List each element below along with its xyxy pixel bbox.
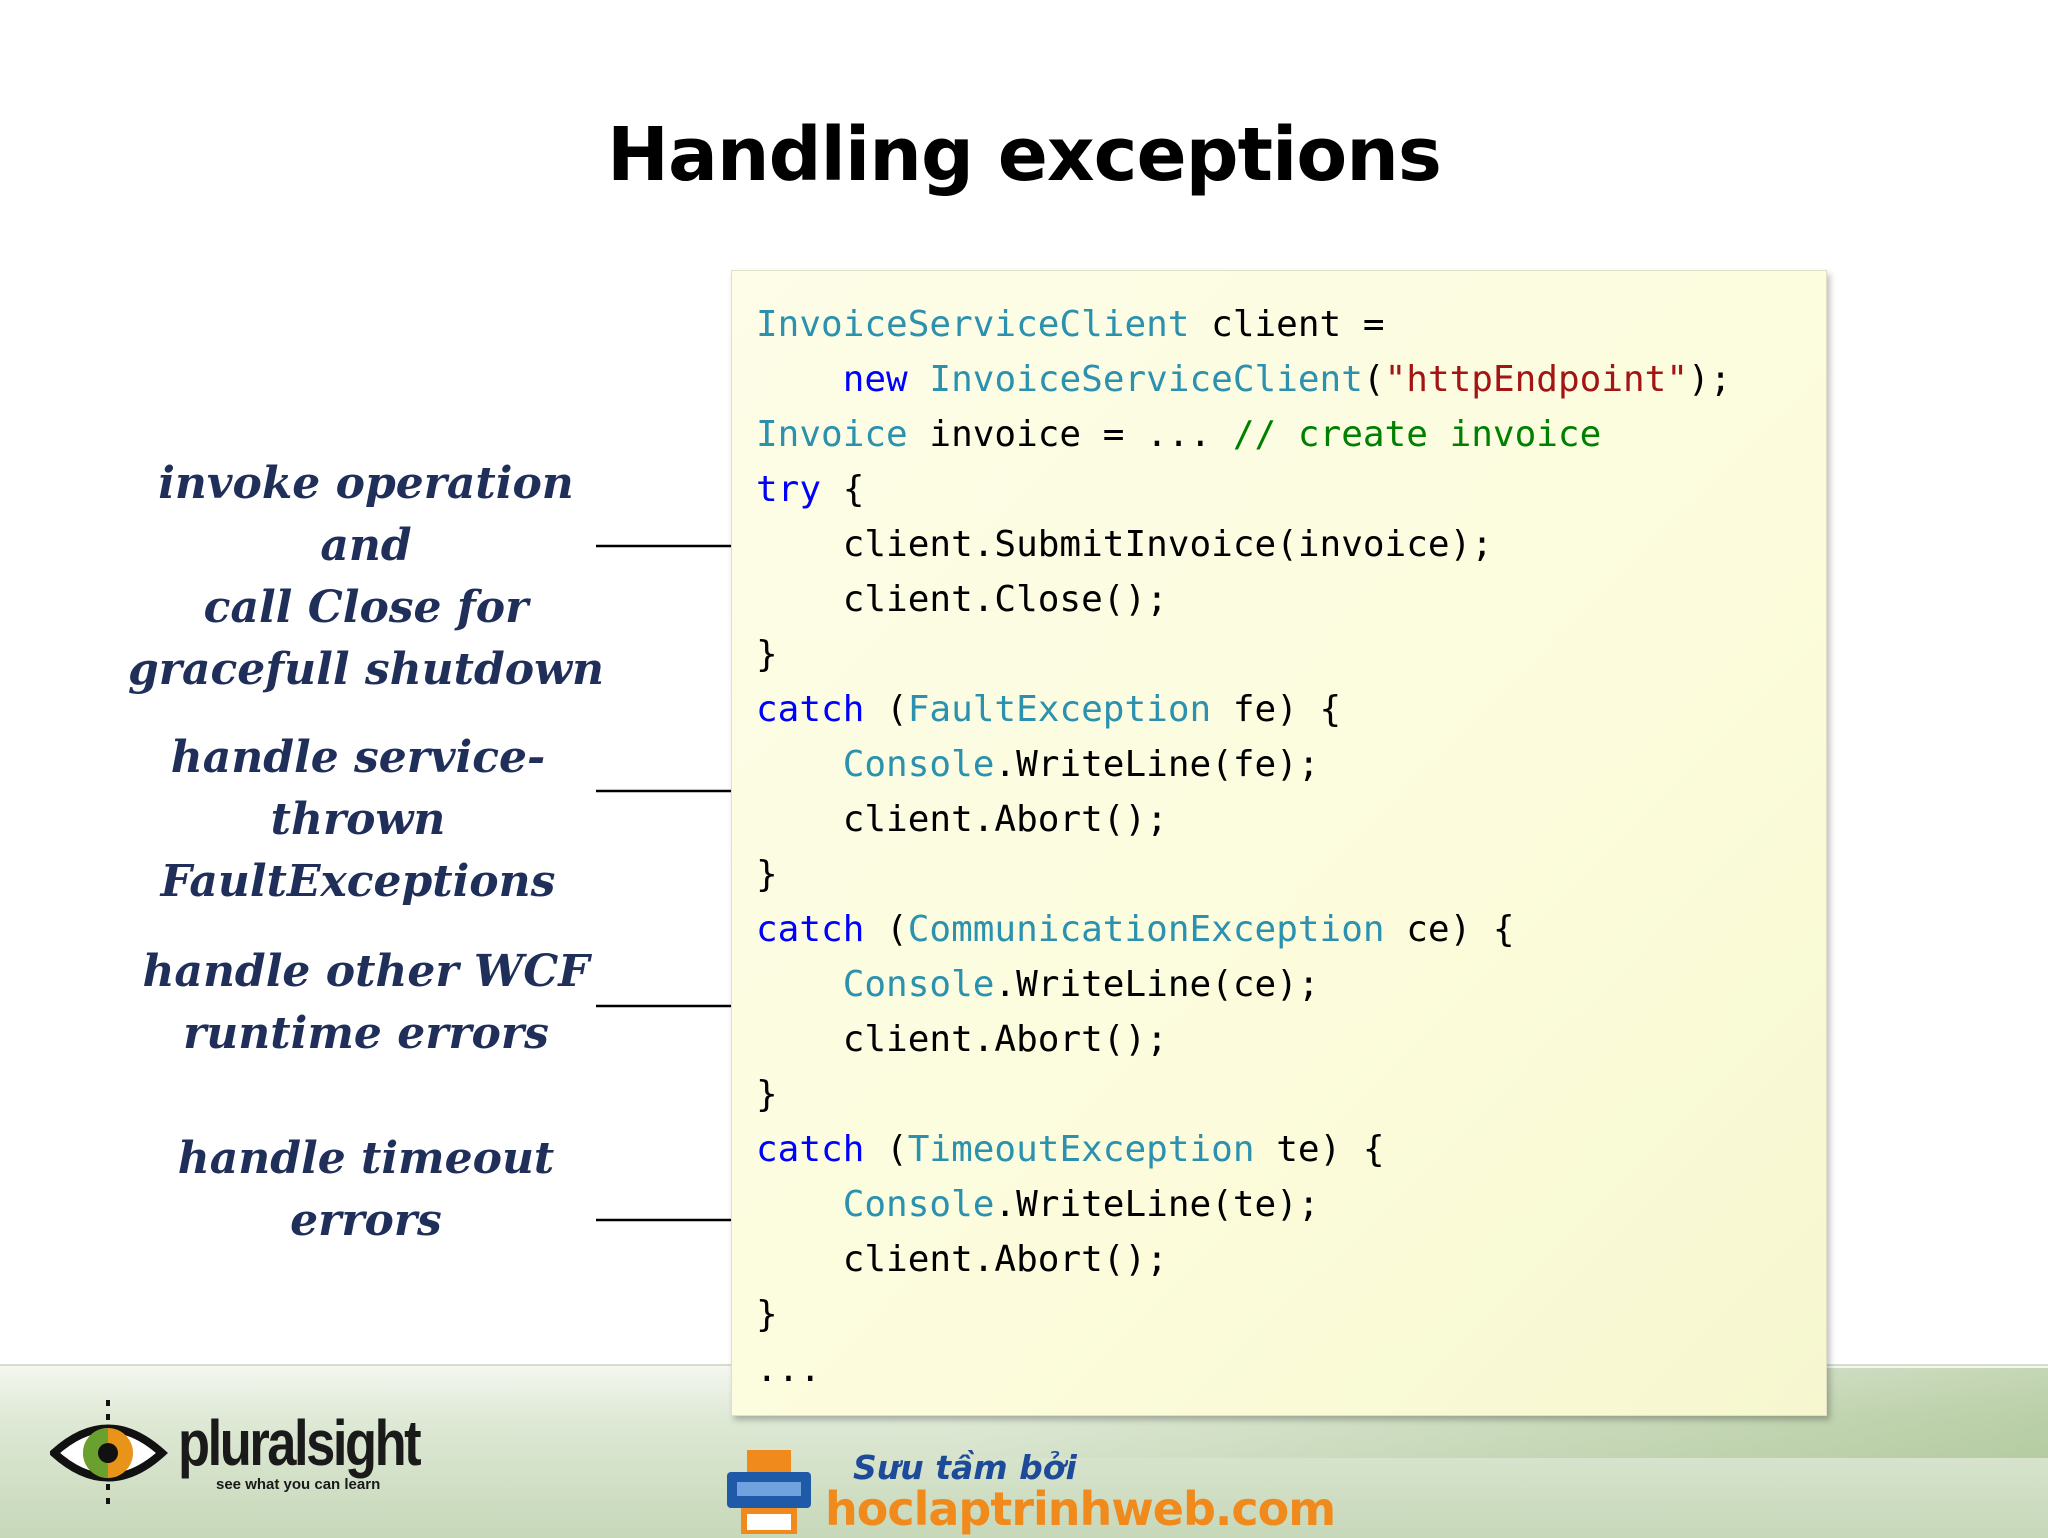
code-line: client.Abort();: [756, 1012, 1731, 1067]
code-token: .WriteLine(ce);: [994, 964, 1320, 1005]
code-token: ...: [756, 1349, 822, 1390]
hoclaptrinhweb-caption: Sưu tầm bởi: [853, 1448, 1077, 1487]
code-token: }: [756, 1074, 778, 1115]
code-token: }: [756, 854, 778, 895]
code-token: [756, 744, 843, 785]
code-token: new: [842, 359, 908, 400]
code-line: client.SubmitInvoice(invoice);: [756, 517, 1731, 572]
code-line: }: [756, 627, 1731, 682]
code-token: catch: [756, 689, 865, 730]
code-token: [908, 359, 930, 400]
annotation-line: handle service-thrown: [170, 732, 546, 845]
code-token: (: [864, 909, 908, 950]
code-token: Invoice: [756, 414, 908, 455]
code-token: // create invoice: [1232, 414, 1602, 455]
code-line: }: [756, 847, 1731, 902]
pluralsight-logo: pluralsight see what you can learn: [50, 1398, 490, 1508]
annotation-timeout: handle timeout errors: [126, 1128, 606, 1252]
code-line: client.Close();: [756, 572, 1731, 627]
code-token: TimeoutException: [907, 1129, 1255, 1170]
code-token: client.Abort();: [756, 799, 1168, 840]
annotation-line: handle timeout: [177, 1133, 555, 1184]
code-line: ...: [756, 1342, 1731, 1397]
code-line: catch (TimeoutException te) {: [756, 1122, 1731, 1177]
code-line: }: [756, 1067, 1731, 1122]
code-line: client.Abort();: [756, 1232, 1731, 1287]
code-line: }: [756, 1287, 1731, 1342]
code-token: [756, 964, 843, 1005]
code-token: Console: [842, 1184, 995, 1225]
annotation-line: invoke operation and: [158, 458, 574, 571]
code-token: {: [821, 469, 865, 510]
pluralsight-tagline: see what you can learn: [216, 1476, 381, 1493]
code-token: (: [864, 689, 908, 730]
code-token: fe) {: [1211, 689, 1342, 730]
pluralsight-wordmark: pluralsight: [178, 1407, 422, 1479]
code-line: catch (CommunicationException ce) {: [756, 902, 1731, 957]
hoclaptrinhweb-site: hoclaptrinhweb.com: [825, 1482, 1336, 1536]
code-token: .WriteLine(fe);: [994, 744, 1320, 785]
code-token: [756, 359, 843, 400]
code-token: "httpEndpoint": [1384, 359, 1689, 400]
eye-icon: [50, 1400, 168, 1506]
code-token: try: [756, 469, 822, 510]
code-token: client.Close();: [756, 579, 1168, 620]
annotation-line: gracefull shutdown: [128, 644, 604, 695]
code-line: try {: [756, 462, 1731, 517]
code-token: CommunicationException: [907, 909, 1385, 950]
code-line: Console.WriteLine(ce);: [756, 957, 1731, 1012]
annotation-fault-exceptions: handle service-thrown FaultExceptions: [118, 727, 598, 913]
code-token: InvoiceServiceClient: [929, 359, 1363, 400]
code-sample-box: InvoiceServiceClient client = new Invoic…: [731, 270, 1827, 1416]
annotation-line: FaultExceptions: [160, 856, 556, 907]
annotation-line: handle other WCF: [142, 946, 590, 997]
code-token: (: [1362, 359, 1385, 400]
code-token: }: [756, 634, 778, 675]
code-token: te) {: [1254, 1129, 1385, 1170]
annotation-invoke-close: invoke operation and call Close for grac…: [126, 453, 606, 701]
code-token: client.Abort();: [756, 1239, 1168, 1280]
annotation-wcf-runtime: handle other WCF runtime errors: [126, 941, 606, 1065]
code-line: Console.WriteLine(fe);: [756, 737, 1731, 792]
code-token: catch: [756, 1129, 865, 1170]
code-line: catch (FaultException fe) {: [756, 682, 1731, 737]
code-token: client.Abort();: [756, 1019, 1168, 1060]
code-block: InvoiceServiceClient client = new Invoic…: [756, 297, 1731, 1397]
code-token: FaultException: [907, 689, 1212, 730]
code-token: client.SubmitInvoice(invoice);: [756, 524, 1493, 565]
code-token: }: [756, 1294, 778, 1335]
printer-icon: [727, 1450, 811, 1534]
code-token: ce) {: [1384, 909, 1515, 950]
annotation-line: errors: [290, 1195, 442, 1246]
code-line: Console.WriteLine(te);: [756, 1177, 1731, 1232]
code-token: (: [864, 1129, 908, 1170]
code-token: catch: [756, 909, 865, 950]
code-line: client.Abort();: [756, 792, 1731, 847]
slide-title: Handling exceptions: [607, 112, 1442, 198]
hoclaptrinhweb-logo: Sưu tầm bởi hoclaptrinhweb.com: [727, 1448, 1347, 1536]
code-token: InvoiceServiceClient: [756, 304, 1190, 345]
code-token: .WriteLine(te);: [994, 1184, 1320, 1225]
code-token: [756, 1184, 843, 1225]
code-line: InvoiceServiceClient client =: [756, 297, 1731, 352]
code-line: Invoice invoice = ... // create invoice: [756, 407, 1731, 462]
code-token: client =: [1189, 304, 1385, 345]
code-token: invoice = ...: [907, 414, 1233, 455]
code-token: Console: [842, 964, 995, 1005]
code-token: Console: [842, 744, 995, 785]
annotation-line: runtime errors: [183, 1008, 549, 1059]
code-line: new InvoiceServiceClient("httpEndpoint")…: [756, 352, 1732, 407]
code-token: );: [1688, 359, 1732, 400]
annotation-line: call Close for: [203, 582, 529, 633]
